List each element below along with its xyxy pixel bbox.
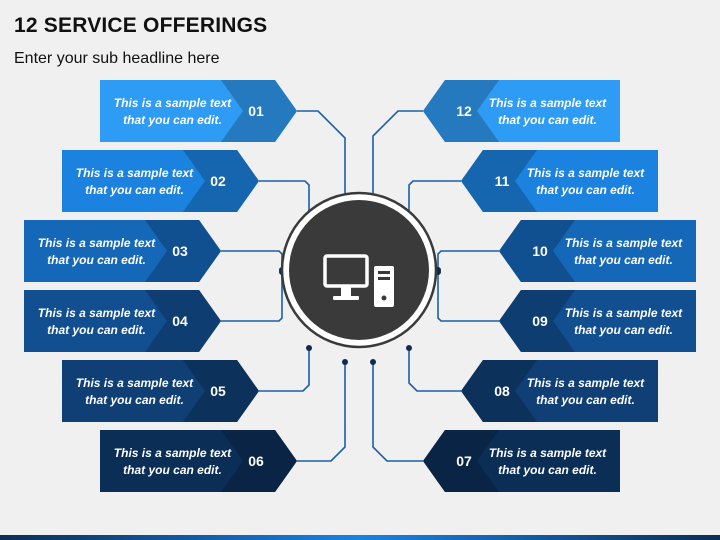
- connector-dot: [370, 359, 376, 365]
- banner-number: 03: [172, 243, 188, 259]
- banner-text-line2: that you can edit.: [47, 323, 146, 337]
- banner-number-section: [499, 220, 575, 282]
- offering-banner-08[interactable]: This is a sample text that you can edit. 0…: [461, 360, 658, 422]
- banner-number: 08: [494, 383, 510, 399]
- banner-number-section: [145, 290, 221, 352]
- offering-banner-03[interactable]: This is a sample text that you can edit. 0…: [24, 220, 221, 282]
- connector-line-03: [221, 250, 283, 270]
- hub-inner-disc: [289, 200, 429, 340]
- offering-banner-02[interactable]: This is a sample text that you can edit. 0…: [62, 150, 259, 212]
- banner-text-line2: that you can edit.: [536, 183, 635, 197]
- banner-text-line1: This is a sample text: [489, 96, 607, 110]
- banner-text-line1: This is a sample text: [38, 236, 156, 250]
- banner-number: 07: [456, 453, 472, 469]
- page-title: 12 SERVICE OFFERINGS: [14, 14, 268, 37]
- banner-number: 02: [210, 173, 226, 189]
- banner-number-section: [183, 150, 259, 212]
- banner-text-line2: that you can edit.: [123, 113, 222, 127]
- connector-line-04: [221, 272, 283, 322]
- center-hub: [280, 191, 438, 349]
- banner-text-line2: that you can edit.: [574, 253, 673, 267]
- banner-number: 04: [172, 313, 188, 329]
- offering-banner-12[interactable]: This is a sample text that you can edit. 1…: [423, 80, 620, 142]
- banner-number-section: [221, 80, 297, 142]
- banner-number: 01: [248, 103, 264, 119]
- connector-line-12: [372, 362, 423, 462]
- banner-text-line1: This is a sample text: [114, 96, 232, 110]
- desktop-computer-icon: [323, 254, 394, 307]
- banner-number: 06: [248, 453, 264, 469]
- banner-number: 12: [456, 103, 472, 119]
- banner-text-line2: that you can edit.: [85, 183, 184, 197]
- page-subtitle: Enter your sub headline here: [14, 50, 220, 67]
- banner-text-line2: that you can edit.: [123, 463, 222, 477]
- banner-number-section: [499, 290, 575, 352]
- connector-line-05: [259, 348, 310, 392]
- connector-line-02: [259, 180, 310, 224]
- banner-text-line1: This is a sample text: [38, 306, 156, 320]
- connector-line-07: [372, 110, 423, 207]
- banner-text-line1: This is a sample text: [527, 376, 645, 390]
- banner-number: 05: [210, 383, 226, 399]
- banner-text-line1: This is a sample text: [76, 166, 194, 180]
- offering-banner-06[interactable]: This is a sample text that you can edit. 0…: [100, 430, 297, 492]
- banner-number-section: [461, 360, 537, 422]
- offering-banners: This is a sample text that you can edit. 0…: [24, 80, 696, 492]
- banner-number: 11: [495, 173, 510, 189]
- banner-text-line2: that you can edit.: [47, 253, 146, 267]
- connector-line-06: [297, 362, 346, 462]
- connector-line-11: [408, 348, 461, 392]
- connector-dot: [306, 345, 312, 351]
- offering-banner-09[interactable]: This is a sample text that you can edit. 0…: [499, 290, 696, 352]
- offering-banner-07[interactable]: This is a sample text that you can edit. 0…: [423, 430, 620, 492]
- connector-dot: [406, 345, 412, 351]
- banner-text-line2: that you can edit.: [536, 393, 635, 407]
- offering-banner-10[interactable]: This is a sample text that you can edit. 1…: [499, 220, 696, 282]
- offering-banner-11[interactable]: This is a sample text that you can edit. 1…: [461, 150, 658, 212]
- banner-text-line2: that you can edit.: [498, 113, 597, 127]
- banner-text-line1: This is a sample text: [565, 236, 683, 250]
- banner-text-line2: that you can edit.: [498, 463, 597, 477]
- banner-number-section: [423, 430, 499, 492]
- connector-line-10: [437, 272, 499, 322]
- banner-number-section: [221, 430, 297, 492]
- banner-number-section: [423, 80, 499, 142]
- banner-text-line1: This is a sample text: [489, 446, 607, 460]
- connector-line-01: [297, 110, 346, 207]
- banner-text-line1: This is a sample text: [527, 166, 645, 180]
- banner-text-line2: that you can edit.: [574, 323, 673, 337]
- connector-line-08: [408, 180, 461, 224]
- bottom-accent-bar: [0, 535, 720, 540]
- banner-text-line1: This is a sample text: [565, 306, 683, 320]
- offering-banner-04[interactable]: This is a sample text that you can edit. 0…: [24, 290, 221, 352]
- offering-banner-01[interactable]: This is a sample text that you can edit. 0…: [100, 80, 297, 142]
- banner-text-line1: This is a sample text: [76, 376, 194, 390]
- connector-line-09: [437, 250, 499, 270]
- banner-number-section: [183, 360, 259, 422]
- banner-text-line1: This is a sample text: [114, 446, 232, 460]
- offering-banner-05[interactable]: This is a sample text that you can edit. 0…: [62, 360, 259, 422]
- banner-number-section: [461, 150, 537, 212]
- banner-number-section: [145, 220, 221, 282]
- banner-number: 09: [532, 313, 548, 329]
- connector-dot: [342, 359, 348, 365]
- banner-number: 10: [532, 243, 548, 259]
- banner-text-line2: that you can edit.: [85, 393, 184, 407]
